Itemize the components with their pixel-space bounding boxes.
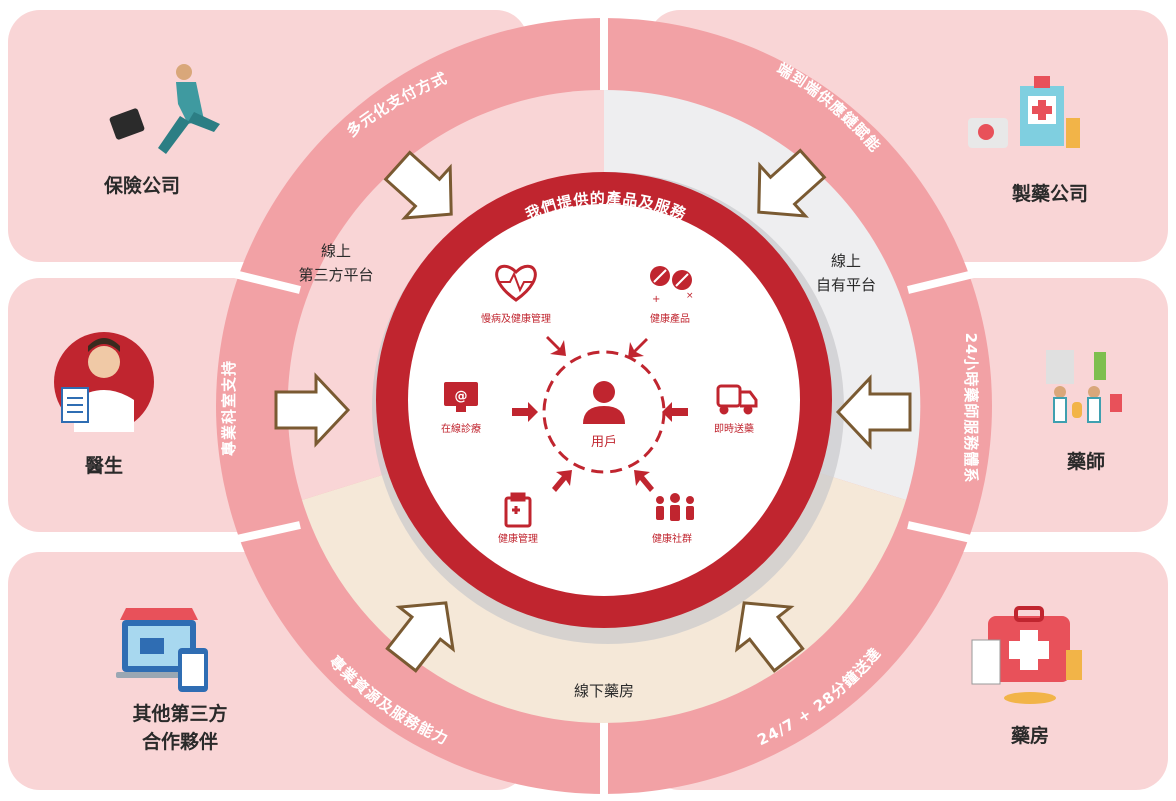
ring-label-pharmacist-service: 24小時藥師服務體系 xyxy=(962,333,980,484)
segment-offline: 線下藥房 xyxy=(574,682,634,700)
hospital-icon xyxy=(968,76,1080,148)
people-group-icon xyxy=(656,493,694,521)
service-health-mgmt-label: 健康管理 xyxy=(498,532,538,545)
pharmacist-group-icon xyxy=(1046,350,1122,423)
service-online-consult-label: 在線診療 xyxy=(441,422,481,435)
partner-third-party-line2: 合作夥伴 xyxy=(142,730,218,753)
service-delivery-label: 即時送藥 xyxy=(714,422,754,435)
ring-label-lab: 專業科室支持 xyxy=(220,360,238,456)
service-health-mgmt: 健康管理 xyxy=(498,492,538,545)
businessman-icon xyxy=(109,64,220,154)
doctor-avatar-icon xyxy=(54,332,154,432)
service-community-label: 健康社群 xyxy=(652,532,692,545)
partner-doctor: 醫生 xyxy=(85,454,123,477)
service-products: + × 健康產品 xyxy=(650,266,694,325)
segment-own-line1: 線上 xyxy=(831,252,861,270)
service-chronic-label: 慢病及健康管理 xyxy=(481,312,551,325)
svg-text:+: + xyxy=(652,294,660,305)
partner-third-party-line1: 其他第三方 xyxy=(132,702,227,725)
service-products-label: 健康產品 xyxy=(650,312,690,325)
clipboard-icon xyxy=(504,492,532,528)
first-aid-kit-icon xyxy=(971,606,1082,704)
user-icon xyxy=(583,381,625,424)
partner-pharma: 製藥公司 xyxy=(1011,183,1088,205)
svg-text:×: × xyxy=(686,291,694,301)
online-store-icon xyxy=(116,608,208,692)
monitor-icon xyxy=(444,382,478,406)
inner-arrows xyxy=(512,336,688,492)
svg-text:@: @ xyxy=(455,389,468,404)
service-online-consult: @ 在線診療 xyxy=(441,382,481,435)
segment-third-party-line2: 第三方平台 xyxy=(298,266,373,284)
ring-dividers xyxy=(209,0,999,797)
partner-pharmacist: 藥師 xyxy=(1066,450,1105,473)
service-community: 健康社群 xyxy=(652,493,694,545)
service-chronic: 慢病及健康管理 xyxy=(481,264,551,325)
pills-icon: + × xyxy=(650,266,694,305)
segment-own-line2: 自有平台 xyxy=(816,276,876,294)
heart-pulse-icon xyxy=(495,264,537,302)
truck-icon xyxy=(716,384,758,415)
service-delivery: 即時送藥 xyxy=(714,384,758,435)
partner-pharmacy: 藥房 xyxy=(1010,724,1049,747)
segment-third-party-line1: 線上 xyxy=(321,242,351,260)
partner-insurance: 保險公司 xyxy=(103,174,180,197)
user-label: 用戶 xyxy=(591,435,617,450)
